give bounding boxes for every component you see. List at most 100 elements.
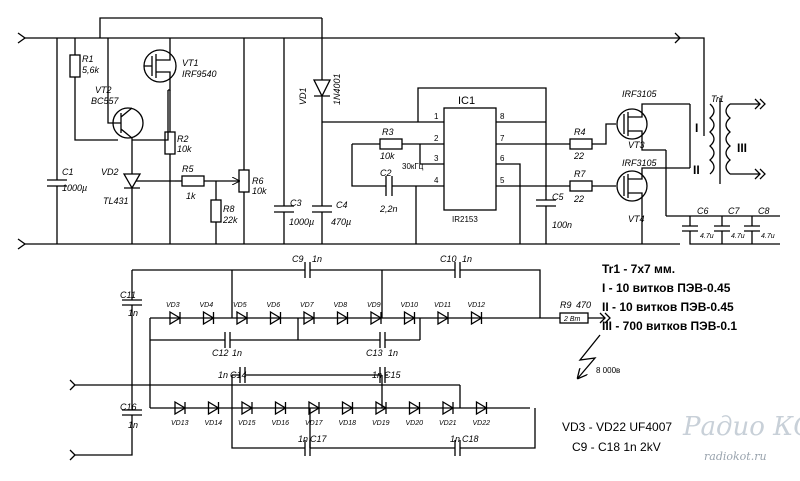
diode-vd20: VD20 [406,400,424,427]
svg-text:3: 3 [434,154,439,163]
diode-label-vd19: VD19 [372,420,390,427]
svg-text:VT3: VT3 [628,140,645,150]
diode-label-vd3: VD3 [166,302,180,309]
diode-vd7: VD7 [300,302,316,326]
diode-label-vd17: VD17 [305,420,324,427]
svg-text:10k: 10k [380,151,395,161]
gate-resistors: R4 22 R7 22 [552,123,616,204]
vd2-reference: VD2 TL431 [101,157,175,244]
diode-vd4: VD4 [200,302,215,326]
svg-text:C6: C6 [697,206,709,216]
svg-text:C11: C11 [120,290,136,300]
diode-vd18: VD18 [339,400,356,427]
diode-vd16: VD16 [272,400,289,427]
svg-text:R4: R4 [574,127,586,137]
svg-text:10k: 10k [177,144,192,154]
svg-text:C13: C13 [366,348,383,358]
svg-text:470: 470 [576,300,591,310]
svg-text:1: 1 [434,112,439,121]
r5-resistor: R5 1k [175,164,236,201]
svg-text:C16: C16 [120,402,137,412]
diode-label-vd6: VD6 [267,302,281,309]
svg-text:1000µ: 1000µ [289,217,314,227]
svg-text:22k: 22k [222,215,238,225]
vt3-mosfet: IRF3105 VT3 [616,89,690,151]
svg-text:R6: R6 [252,176,264,186]
diode-vd17: VD17 [305,400,324,427]
note-winding-2: II - 10 витков ПЭВ-0.45 [602,300,734,314]
svg-text:Tr1: Tr1 [711,94,724,104]
svg-text:1n: 1n [128,420,138,430]
r8-resistor: R8 22k [210,181,238,244]
svg-text:22: 22 [573,194,584,204]
svg-text:C2: C2 [380,168,392,178]
watermark-logo: Радио КОТ [683,412,800,442]
diode-label-vd9: VD9 [367,302,381,309]
svg-text:C7: C7 [728,206,740,216]
svg-text:470µ: 470µ [331,217,351,227]
svg-text:TL431: TL431 [103,196,129,206]
svg-text:5,6k: 5,6k [82,65,100,75]
svg-text:1n: 1n [462,254,472,264]
svg-text:C17: C17 [310,434,328,444]
c3-capacitor: C3 1000µ [274,38,314,244]
svg-text:R1: R1 [82,54,94,64]
svg-text:C8: C8 [758,206,770,216]
diode-vd13: VD13 [171,400,189,427]
svg-text:IC1: IC1 [458,95,475,107]
diode-label-vd15: VD15 [238,420,256,427]
svg-text:4.7u: 4.7u [761,233,775,240]
diode-label-vd4: VD4 [200,302,214,309]
svg-text:22: 22 [573,151,584,161]
svg-text:10k: 10k [252,186,267,196]
c1-capacitor: C1 1000µ [47,38,87,244]
svg-text:IRF9540: IRF9540 [182,69,217,79]
diode-label-vd20: VD20 [406,420,424,427]
svg-text:II: II [693,163,700,177]
svg-text:I: I [695,121,698,135]
vt1-mosfet: VT1 IRF9540 [132,38,217,141]
vt2-transistor: VT2 BC557 [91,38,144,157]
svg-text:5: 5 [500,176,505,185]
svg-text:1n: 1n [450,434,460,444]
svg-text:R5: R5 [182,164,194,174]
svg-text:1n: 1n [232,348,242,358]
svg-text:VT2: VT2 [95,85,112,95]
c5-capacitor: C5 100n [536,122,572,244]
diode-label-vd12: VD12 [468,302,486,309]
svg-text:4.7u: 4.7u [731,233,745,240]
svg-text:IRF3105: IRF3105 [622,89,658,99]
diode-label-vd13: VD13 [171,420,189,427]
diode-vd21: VD21 [439,400,457,427]
diode-vd3: VD3 [166,302,182,326]
svg-text:2: 2 [434,134,439,143]
svg-text:R8: R8 [223,204,235,214]
diode-label-vd14: VD14 [205,420,223,427]
diode-vd5: VD5 [233,302,249,326]
diode-label-vd5: VD5 [233,302,247,309]
svg-text:1n: 1n [312,254,322,264]
svg-text:1000µ: 1000µ [62,183,87,193]
svg-text:1n: 1n [218,370,228,380]
c4-capacitor: C4 470µ [312,200,351,244]
svg-text:C12: C12 [212,348,229,358]
svg-text:4: 4 [434,176,439,185]
diode-label-vd7: VD7 [300,302,315,309]
diode-vd11: VD11 [434,302,451,326]
diode-vd14: VD14 [205,400,223,427]
svg-text:C5: C5 [552,192,564,202]
diode-vd12: VD12 [468,302,486,326]
diode-vd22: VD22 [473,400,490,427]
r1-resistor: R1 5,6k [69,38,118,141]
svg-text:1n: 1n [372,370,382,380]
svg-text:C4: C4 [336,200,348,210]
diode-label-vd21: VD21 [439,420,457,427]
svg-text:1N4001: 1N4001 [332,73,342,105]
diode-vd6: VD6 [267,302,282,326]
svg-text:1n: 1n [298,434,308,444]
svg-text:IRF3105: IRF3105 [622,158,658,168]
svg-text:III: III [737,141,747,155]
diode-label-vd11: VD11 [434,302,451,309]
